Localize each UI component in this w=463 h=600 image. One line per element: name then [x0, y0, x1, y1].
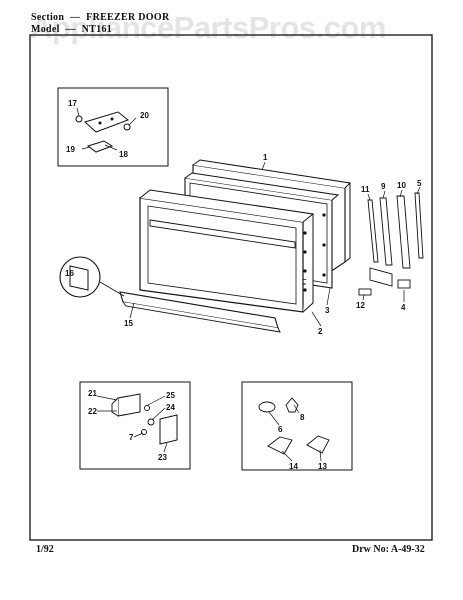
callout-19: 19	[66, 145, 75, 154]
door-stop-box	[241, 381, 353, 471]
stop-nut	[285, 397, 299, 413]
callout-15: 15	[124, 319, 133, 328]
callout-16: 16	[65, 269, 74, 278]
callout-2: 2	[318, 327, 323, 336]
strap-bracket	[369, 267, 393, 287]
callout-7: 7	[129, 433, 134, 442]
top-hinge-box	[57, 87, 169, 167]
strap-11	[367, 199, 379, 263]
screw-strip-12	[358, 288, 372, 296]
strap-5	[414, 192, 424, 259]
callout-13: 13	[318, 462, 327, 471]
footer-date: 1/92	[36, 544, 54, 555]
callout-5: 5	[417, 179, 422, 188]
section-header: Section — FREEZER DOOR	[31, 12, 170, 23]
button-plug	[258, 401, 276, 413]
bottom-hinge-bracket	[117, 393, 141, 417]
model-label: Model	[31, 24, 60, 35]
model-value: NT161	[81, 24, 113, 35]
hinge-plate	[84, 111, 129, 133]
callout-12: 12	[356, 301, 365, 310]
liner-shelf	[149, 219, 296, 249]
model-header: Model — NT161	[31, 24, 113, 35]
callout-4: 4	[401, 303, 406, 312]
hinge-screw	[75, 115, 83, 123]
callout-25: 25	[166, 391, 175, 400]
section-label: Section	[31, 12, 65, 23]
strap-9	[379, 197, 393, 266]
strap-10	[396, 195, 411, 269]
callout-10: 10	[397, 181, 406, 190]
callout-21: 21	[88, 389, 97, 398]
callout-14: 14	[289, 462, 298, 471]
bottom-hinge-box	[79, 381, 191, 470]
plug-4	[397, 279, 411, 289]
callout-9: 9	[381, 182, 386, 191]
section-value: FREEZER DOOR	[86, 12, 170, 23]
door-stop-group	[241, 381, 353, 471]
hinge-pin-plate	[159, 414, 178, 445]
callout-17: 17	[68, 99, 77, 108]
top-hinge-group	[57, 87, 169, 167]
hinge-bushing	[123, 123, 131, 131]
door-stop-14	[267, 436, 293, 455]
callout-3: 3	[325, 306, 330, 315]
callout-22: 22	[88, 407, 97, 416]
callout-8: 8	[300, 413, 305, 422]
callout-1: 1	[263, 153, 268, 162]
drawing-frame	[29, 34, 433, 541]
callout-6: 6	[278, 425, 283, 434]
bottom-hinge-group	[79, 381, 191, 470]
door-strap-parts	[367, 192, 424, 287]
callout-24: 24	[166, 403, 175, 412]
callout-20: 20	[140, 111, 149, 120]
hinge-shim	[86, 140, 114, 153]
door-stop-13	[306, 435, 330, 454]
watermark: AppliancePartsPros.com	[30, 10, 386, 45]
footer-drawing-number: Drw No: A-49-32	[352, 544, 425, 555]
callout-18: 18	[119, 150, 128, 159]
inner-door-liner	[139, 189, 326, 313]
callout-23: 23	[158, 453, 167, 462]
callout-11: 11	[361, 185, 370, 194]
